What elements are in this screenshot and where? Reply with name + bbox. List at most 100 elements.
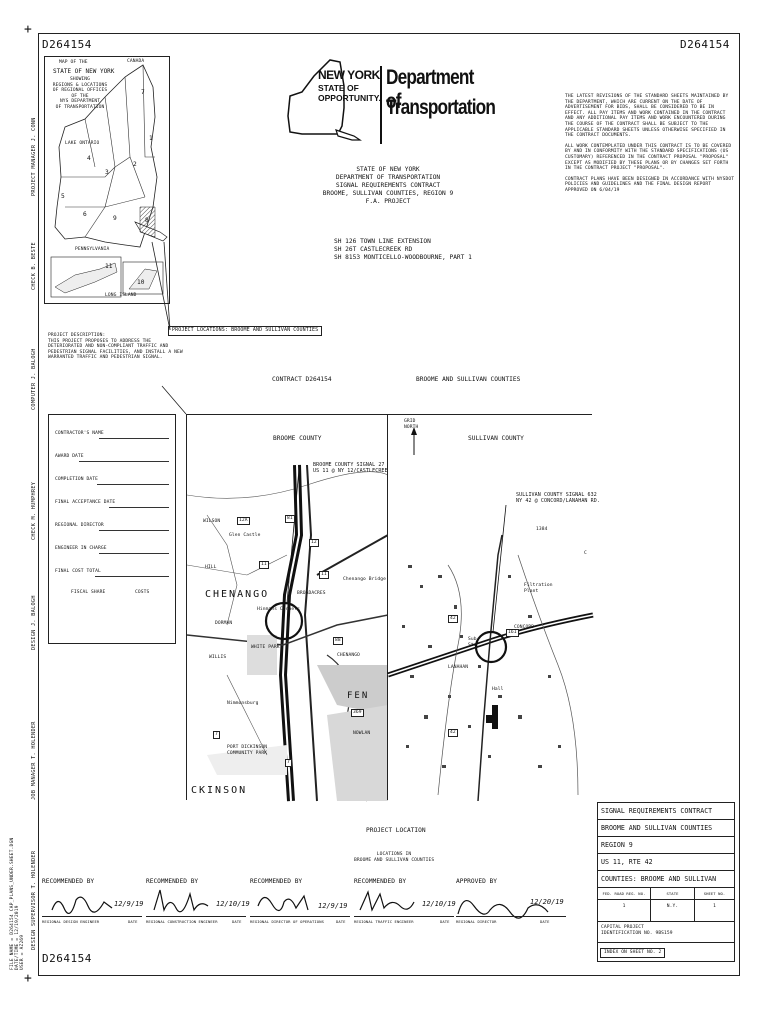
broome-place-white-park: WHITE PARK bbox=[251, 645, 280, 650]
sullivan-place-hall: Hall bbox=[492, 687, 504, 692]
title-box-row-5: COUNTIES: BROOME AND SULLIVAN bbox=[598, 871, 734, 888]
sullivan-place-c: C bbox=[584, 551, 587, 556]
broome-place-fen: FEN bbox=[347, 691, 370, 701]
registration-mark-top-left: + bbox=[24, 22, 32, 37]
signature-4-title: REGIONAL TRAFFIC ENGINEER bbox=[354, 919, 414, 924]
sullivan-map-drawing bbox=[387, 415, 594, 802]
locations-leader-line bbox=[151, 241, 171, 331]
broome-county-map: BROOME COUNTY BROOME COUNTY SIGNAL 27 US… bbox=[186, 414, 400, 802]
table-header-sheet-no: SHEET NO. bbox=[703, 891, 726, 896]
fiscal-share-label: FISCAL SHARE bbox=[71, 590, 106, 595]
signature-1-title: REGIONAL DESIGN ENGINEER bbox=[42, 919, 100, 924]
field-contractor-name: CONTRACTOR'S NAME bbox=[55, 431, 104, 436]
contract-leader-line bbox=[161, 385, 187, 415]
field-award-date-line bbox=[79, 461, 169, 462]
signature-4-date: 12/10/19 bbox=[422, 900, 456, 908]
margin-label-project-manager: PROJECT MANAGER J. CONN bbox=[31, 117, 37, 196]
locations-caption: LOCATIONS IN BROOME AND SULLIVAN COUNTIE… bbox=[354, 852, 435, 863]
broome-shield-12: 12 bbox=[309, 539, 319, 547]
broome-place-wilson: WILSON bbox=[203, 519, 221, 524]
region-number-3: 3 bbox=[105, 169, 109, 176]
signature-4-date-label: DATE bbox=[440, 919, 450, 924]
broome-place-nowlan: NOWLAN bbox=[353, 731, 371, 736]
title-line-5: F.A. PROJECT bbox=[365, 198, 411, 205]
title-box-index-divider bbox=[598, 942, 734, 943]
title-box-row-1: SIGNAL REQUIREMENTS CONTRACT bbox=[598, 803, 734, 820]
signature-1-handwriting bbox=[51, 896, 113, 915]
project-locations-label: PROJECT LOCATIONS: BROOME AND SULLIVAN C… bbox=[168, 326, 323, 336]
field-completion-date-line bbox=[97, 484, 169, 485]
signature-3-date-label: DATE bbox=[336, 919, 346, 924]
region-number-7: 7 bbox=[141, 89, 145, 96]
title-box-row-3: REGION 9 bbox=[598, 837, 734, 854]
margin-label-design: DESIGN J. BALOGH bbox=[31, 595, 37, 650]
region-number-2: 2 bbox=[133, 161, 137, 168]
logo-transportation: Transportation bbox=[386, 96, 496, 119]
signature-3-header: RECOMMENDED BY bbox=[250, 878, 303, 885]
region-number-5: 5 bbox=[61, 193, 65, 200]
sullivan-place-filtration-plant: Filtration Plant bbox=[524, 583, 553, 594]
project-description-heading: PROJECT DESCRIPTION: bbox=[48, 333, 106, 338]
general-notes: THE LATEST REVISIONS OF THE STANDARD SHE… bbox=[565, 94, 735, 194]
title-box-table: FED. ROAD REG. NO. STATE SHEET NO. 1 N.Y… bbox=[598, 888, 734, 922]
signature-5-header: APPROVED BY bbox=[456, 878, 497, 885]
note-design-report: CONTRACT PLANS HAVE BEEN DESIGNED IN ACC… bbox=[565, 176, 735, 193]
title-line-1: STATE OF NEW YORK bbox=[356, 166, 420, 173]
route-line-2: SH 26T CASTLECREEK RD bbox=[334, 246, 413, 253]
state-map-drawing bbox=[50, 64, 168, 298]
broome-place-willis: WILLIS bbox=[209, 655, 227, 660]
signature-2-date-label: DATE bbox=[232, 919, 242, 924]
contract-counties-label: BROOME AND SULLIVAN COUNTIES bbox=[416, 376, 521, 383]
project-location-caption: PROJECT LOCATION bbox=[366, 827, 426, 834]
region-number-6: 6 bbox=[83, 211, 87, 218]
drawing-border bbox=[38, 33, 740, 976]
table-header-fed-road: FED. ROAD REG. NO. bbox=[602, 891, 646, 896]
field-award-date: AWARD DATE bbox=[55, 454, 84, 459]
logo-state-of: STATE OF bbox=[318, 83, 359, 93]
title-box: SIGNAL REQUIREMENTS CONTRACT BROOME AND … bbox=[597, 802, 735, 962]
broome-map-drawing bbox=[186, 415, 389, 802]
logo-divider bbox=[380, 66, 382, 144]
broome-place-broadacres: BROADACRES bbox=[297, 591, 326, 596]
margin-label-check-1: CHECK B. BESTE bbox=[31, 242, 37, 290]
broome-place-chenango: CHENANGO bbox=[205, 589, 270, 600]
broome-place-dorman: DORMAN bbox=[215, 621, 233, 626]
sullivan-place-sub-sta: Sub Sta bbox=[468, 637, 477, 648]
field-final-acceptance-date-line bbox=[109, 507, 169, 508]
signature-2-handwriting bbox=[153, 889, 209, 913]
table-header-divider bbox=[598, 899, 734, 900]
field-final-cost-total-line bbox=[95, 576, 169, 577]
logo-new-york: NEW YORK bbox=[318, 68, 380, 82]
logo-opportunity: OPPORTUNITY. bbox=[318, 93, 381, 103]
state-map: MAP OF THE STATE OF NEW YORK SHOWING REG… bbox=[44, 56, 170, 304]
signature-2-date: 12/10/19 bbox=[216, 900, 250, 908]
signature-2-header: RECOMMENDED BY bbox=[146, 878, 199, 885]
sullivan-map-callout: SULLIVAN COUNTY SIGNAL 632 NY 42 @ CONCO… bbox=[516, 492, 600, 504]
route-line-1: SH 126 TOWN LINE EXTENSION bbox=[334, 238, 431, 245]
broome-shield-11-b: 11 bbox=[319, 571, 329, 579]
broome-shield-12a: 12A bbox=[237, 517, 250, 525]
field-regional-director: REGIONAL DIRECTOR bbox=[55, 523, 104, 528]
field-regional-director-line bbox=[99, 530, 169, 531]
sullivan-shield-42-a: 42 bbox=[448, 615, 458, 623]
sheet-number-top-right: D264154 bbox=[680, 38, 730, 51]
signature-2-line bbox=[146, 916, 246, 917]
costs-label: COSTS bbox=[135, 590, 150, 595]
table-value-sheet-no: 1 bbox=[713, 904, 716, 909]
file-info: FILE NAME = D264154 CAP_PLANS_UNDER.SHEE… bbox=[10, 837, 25, 970]
sullivan-place-concord: CONCORD bbox=[514, 625, 535, 630]
contractor-info-box: CONTRACTOR'S NAME AWARD DATE COMPLETION … bbox=[48, 414, 176, 644]
title-line-4: BROOME, SULLIVAN COUNTIES, REGION 9 bbox=[322, 190, 454, 197]
sheet-number-top-left: D264154 bbox=[42, 38, 92, 51]
title-box-row-4: US 11, RTE 42 bbox=[598, 854, 734, 871]
field-contractor-name-line bbox=[99, 438, 169, 439]
project-description: PROJECT DESCRIPTION: THIS PROJECT PROPOS… bbox=[48, 333, 188, 361]
logo-department-of: Department of bbox=[386, 66, 474, 113]
registration-mark-bottom-left: + bbox=[24, 971, 32, 986]
field-engineer-in-charge: ENGINEER IN CHARGE bbox=[55, 546, 107, 551]
region-number-11: 11 bbox=[105, 263, 113, 270]
sullivan-place-lanahan: LANAHAN bbox=[448, 665, 469, 670]
signature-3-date: 12/9/19 bbox=[318, 902, 348, 910]
signature-4-header: RECOMMENDED BY bbox=[354, 878, 407, 885]
sullivan-county-map: GRID NORTH SULLIVAN COUNTY SULLIVAN COUN… bbox=[387, 414, 600, 802]
